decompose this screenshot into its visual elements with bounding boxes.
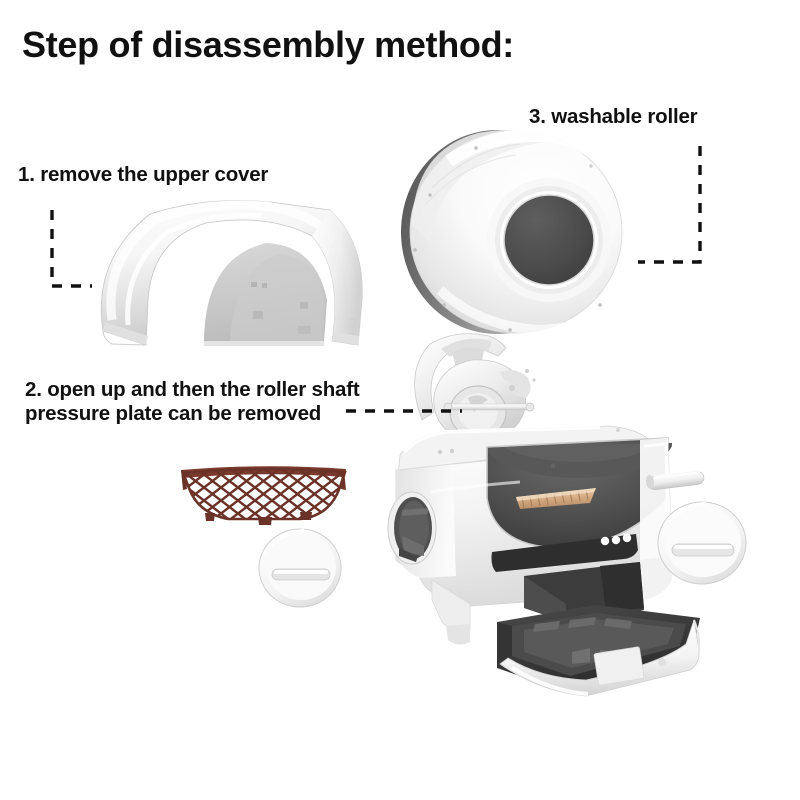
roller-shaft-pressure-plate-part [414,333,536,439]
callout-label-3: 3. washable roller [529,105,698,128]
upper-cover-part [100,200,363,346]
leader-lines [50,146,702,413]
mesh-grate-part [181,466,347,525]
waste-drawer-part [497,605,701,697]
left-side-cap-part [258,528,342,608]
callout-label-1: 1. remove the upper cover [18,163,269,186]
axle-shaft-part [645,469,705,491]
right-side-cap-part [657,501,747,585]
page-title: Step of disassembly method: [22,24,514,65]
leader-line-1 [50,210,92,288]
callout-label-2: 2. open up and then the roller shaft pre… [25,378,360,426]
washable-roller-drum-part [401,128,623,336]
main-body-part [387,425,705,645]
leader-line-3 [638,146,702,264]
